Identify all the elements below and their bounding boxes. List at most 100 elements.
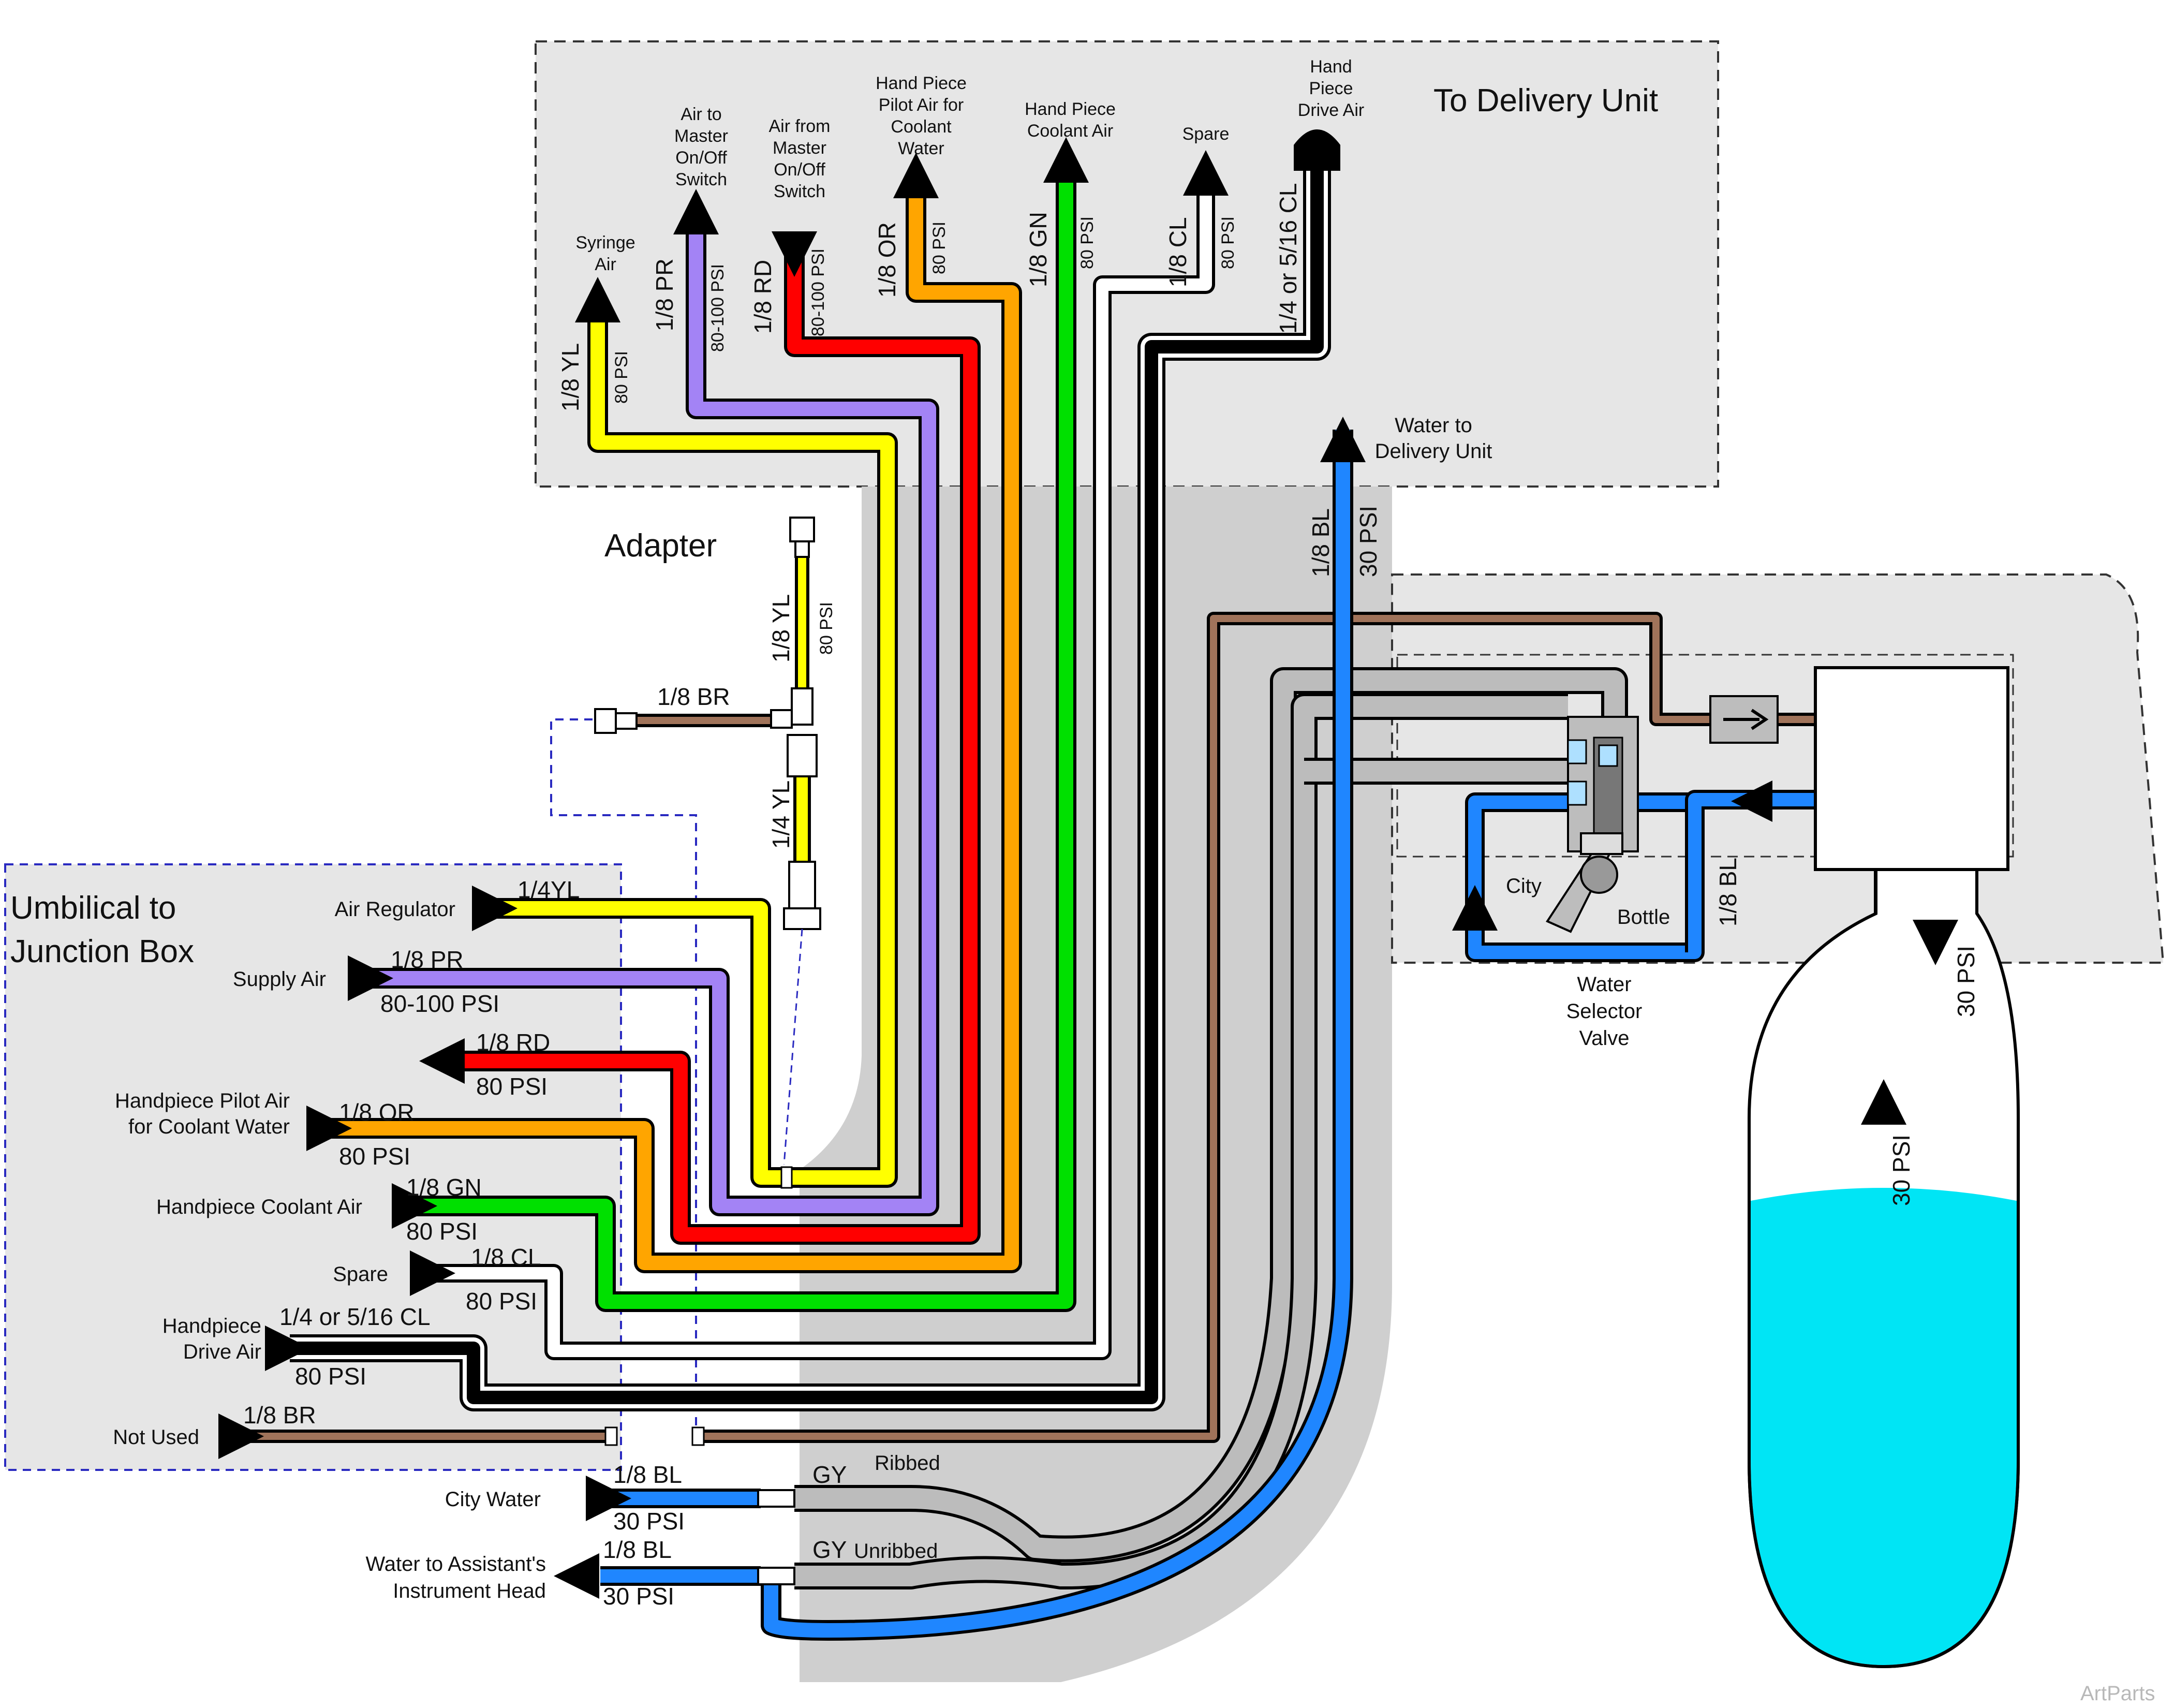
top-output-3-psi: 80 PSI: [929, 222, 949, 274]
tube-brown-valve-core: [699, 615, 1710, 1440]
tube-brown-valve: [699, 612, 1710, 1443]
adapter-bottom-nut: [783, 907, 821, 930]
left-input-3-name-line-1: for Coolant Water: [128, 1115, 290, 1138]
adapter-connector-dashes: [783, 929, 803, 1165]
adapter-side-nut: [615, 712, 638, 730]
top-output-1-name-line-0: Air to: [681, 105, 721, 124]
top-output-6-name-line-0: Hand: [1310, 57, 1352, 77]
left-input-3-psi: 80 PSI: [339, 1143, 410, 1170]
top-output-2-name-line-1: Master: [773, 138, 826, 158]
water-delivery-psi: 30 PSI: [1355, 506, 1382, 577]
tube-gray-unribbed-core: [794, 696, 1568, 1587]
adapter-top-stem: [794, 540, 810, 558]
adapter-side-fitting: [594, 708, 617, 734]
arrow-valve-city: [1452, 885, 1498, 931]
top-output-2-name-line-2: On/Off: [774, 160, 825, 180]
top-output-3-name-line-2: Coolant: [891, 117, 952, 137]
valve-port-upper: [1567, 739, 1587, 764]
water-delivery-size: 1/8 BL: [1307, 508, 1334, 577]
top-output-2-name-line-0: Air from: [769, 116, 831, 136]
tube-blue-city-valve-core: [1468, 796, 1568, 914]
arrow-syringe-air: [575, 277, 620, 322]
top-output-1-psi: 80-100 PSI: [708, 264, 728, 352]
left-input-4-size: 1/8 GN: [406, 1174, 482, 1201]
fitting-notused-cap: [604, 1426, 618, 1446]
check-valve-arrow-head: [1751, 709, 1769, 730]
water-delivery-name-line-1: Delivery Unit: [1375, 440, 1492, 463]
water-selector-valve: [1546, 716, 1639, 933]
arrow-valve-bottle: [1731, 781, 1772, 822]
top-output-2-name-line-3: Switch: [774, 182, 825, 201]
bottle-inlet-psi: 30 PSI: [1953, 946, 1979, 1017]
tube-clear-spare-core: [435, 186, 1212, 1357]
valve-inner-box: [1396, 654, 2014, 858]
top-output-0-size: 1/8 YL: [557, 343, 584, 411]
bottle-outline-overlay: [1748, 1118, 2020, 1669]
tube-blue-city-valve: [1465, 792, 1568, 914]
top-output-2-size: 1/8 RD: [749, 260, 776, 334]
valve-cap: [1580, 832, 1623, 855]
arrow-air-regulator: [472, 886, 517, 931]
watermark: ArtParts: [2080, 1682, 2155, 1705]
arrow-drive-air: [1294, 129, 1340, 171]
left-input-6-size: 1/4 or 5/16 CL: [279, 1303, 431, 1330]
umbilical-title-line-0: Umbilical to: [10, 890, 176, 926]
water-input-1-name-line-0: Water to Assistant's: [366, 1553, 546, 1576]
top-output-6-size: 1/4 or 5/16 CL: [1275, 183, 1302, 334]
fitting-brown-cap: [691, 1426, 705, 1446]
adapter-top-nut: [789, 517, 815, 542]
water-delivery-name-line-0: Water to: [1395, 414, 1472, 437]
left-input-6-psi: 80 PSI: [295, 1363, 366, 1390]
water-input-0-tube: GY: [812, 1461, 847, 1488]
valve-city-label: City: [1506, 875, 1542, 897]
valve-line-size: 1/8 BL: [1714, 858, 1741, 926]
tube-green: [414, 171, 1076, 1312]
left-input-6-name-line-0: Handpiece: [162, 1315, 261, 1337]
bottle-cap: [1814, 666, 2009, 871]
arrow-supply-air: [348, 955, 393, 1001]
adapter-tee-side: [770, 709, 793, 729]
top-output-0-name-line-1: Air: [595, 255, 616, 274]
left-input-6-name-line-1: Drive Air: [183, 1341, 261, 1363]
tube-orange: [331, 186, 1022, 1273]
tube-clear-spare: [435, 186, 1215, 1360]
tube-clear-drive-black-core: [290, 171, 1321, 1401]
tube-red-core: [455, 248, 978, 1242]
tube-purple: [373, 228, 939, 1216]
arrow-air-from-switch: [772, 231, 817, 277]
tube-green-core: [414, 171, 1073, 1309]
bottle-outlet-psi: 30 PSI: [1888, 1135, 1915, 1206]
left-input-7-name-line-0: Not Used: [113, 1426, 199, 1449]
water-input-0-psi: 30 PSI: [613, 1508, 685, 1535]
arrow-assistant-water: [554, 1553, 599, 1599]
left-input-0-size: 1/4YL: [517, 876, 580, 903]
top-output-5-size: 1/8 CL: [1164, 217, 1191, 287]
top-output-1-size: 1/8 PR: [651, 258, 678, 331]
top-output-1-name-line-2: On/Off: [675, 148, 727, 168]
top-output-4-psi: 80 PSI: [1077, 216, 1097, 269]
umbilical-panel: [4, 863, 622, 1471]
left-input-3-size: 1/8 OR: [339, 1099, 415, 1126]
water-input-1-psi: 30 PSI: [603, 1583, 674, 1610]
adapter-top-size: 1/8 YL: [767, 594, 794, 662]
water-bottle: [1748, 666, 2020, 1669]
adapter-junction-sleeve: [780, 1166, 793, 1189]
left-input-1-size: 1/8 PR: [391, 946, 464, 973]
adapter-top-psi: 80 PSI: [817, 602, 836, 655]
water-input-1-name-line-1: Instrument Head: [393, 1580, 546, 1602]
tube-clear-drive-black: [290, 171, 1324, 1404]
adapter-dashed-guide: [550, 718, 697, 1439]
top-output-5-name-line-0: Spare: [1182, 124, 1230, 144]
adapter-body: [787, 734, 818, 777]
arrow-spare: [1183, 150, 1229, 196]
arrow-pilot-in: [306, 1106, 352, 1151]
top-output-6-name-line-1: Piece: [1309, 79, 1353, 98]
tube-purple-core: [373, 228, 936, 1213]
arrow-bottle-in: [1913, 920, 1958, 965]
top-output-5-psi: 80 PSI: [1218, 216, 1238, 269]
tube-red: [455, 248, 981, 1245]
top-output-1-name-line-3: Switch: [675, 170, 727, 189]
left-input-1-psi: 80-100 PSI: [380, 990, 499, 1017]
arrow-red-left: [419, 1038, 465, 1084]
valve-name-line-1: Selector: [1566, 1000, 1643, 1023]
